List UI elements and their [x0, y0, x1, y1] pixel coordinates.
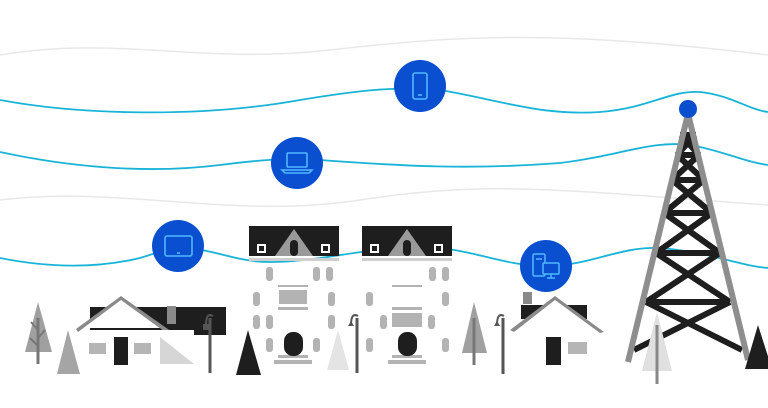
- faint-wave-top: [0, 36, 768, 56]
- street-lamp: [348, 314, 359, 373]
- tree-cone-dark: [236, 330, 261, 375]
- cell-tower: [625, 100, 751, 363]
- tablet-icon: [164, 235, 193, 257]
- tower-antenna-beacon: [679, 100, 697, 118]
- tree-pale: [642, 312, 672, 384]
- tree-cone-pale: [327, 330, 349, 370]
- street-lamp: [203, 314, 214, 373]
- tree-cone-dark: [745, 325, 768, 369]
- townhouse: [249, 226, 339, 364]
- tower-leg-left: [625, 117, 690, 363]
- house: [76, 296, 226, 370]
- laptop-icon: [280, 152, 314, 174]
- tower-leg-right: [686, 117, 751, 361]
- tree: [25, 302, 52, 364]
- phone-and-desktop-icon: [532, 253, 560, 279]
- tree-cone: [57, 330, 80, 374]
- house: [510, 292, 604, 369]
- tree: [462, 302, 487, 365]
- laptop-badge[interactable]: [271, 137, 323, 189]
- multi-device-badge[interactable]: [520, 240, 572, 292]
- street-lamp: [494, 314, 505, 374]
- signal-wave-1: [0, 87, 768, 114]
- smartphone-icon: [412, 72, 428, 100]
- faint-wave-middle: [0, 188, 768, 208]
- townhouse: [362, 226, 452, 364]
- tablet-badge[interactable]: [152, 220, 204, 272]
- signal-wave-2: [0, 143, 768, 170]
- smartphone-badge[interactable]: [394, 60, 446, 112]
